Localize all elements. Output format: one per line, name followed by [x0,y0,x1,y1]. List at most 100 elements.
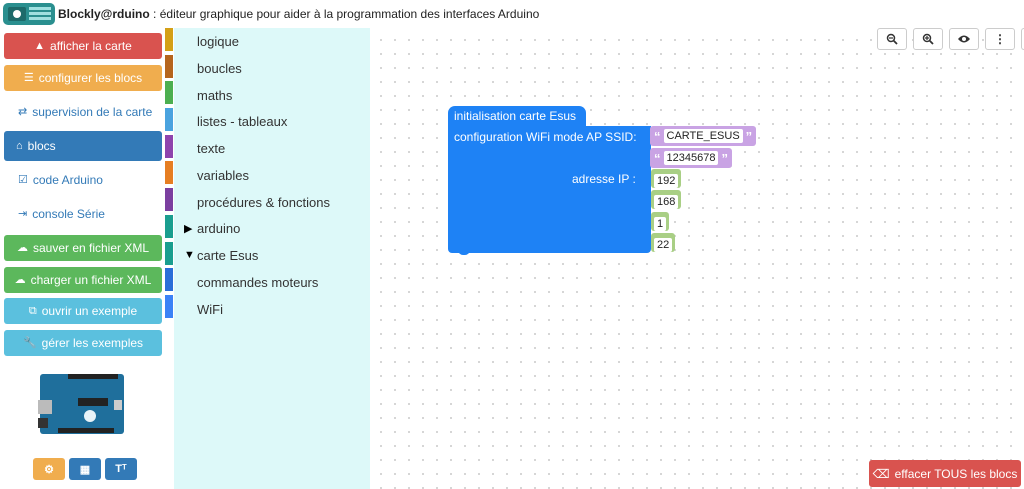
eraser-icon: ⌫ [872,466,890,481]
ip-octet-3-block[interactable]: 1 [651,212,670,231]
checkbox-icon: ☑ [18,173,28,186]
toolbox-item-commandes-moteurs[interactable]: commandes moteurs [197,275,318,290]
toolbox-item-variables[interactable]: variables [197,168,249,183]
board-supervision-label: supervision de la carte [32,105,153,119]
expand-arrow-icon: ▶ [184,223,193,235]
collapse-arrow-icon: ▼ [184,249,195,261]
save-xml-button[interactable]: ☁ sauver en fichier XML [4,235,162,261]
wrench-icon: 🔧 [22,336,37,349]
toolbox-item-procedures[interactable]: procédures & fonctions [197,195,330,210]
category-color-8 [165,241,173,265]
blockly-workspace[interactable] [370,28,1024,489]
grid-button[interactable]: ▦ [69,458,101,480]
ip-octet-field[interactable]: 22 [654,238,673,252]
board-supervision-button[interactable]: ⇄ supervision de la carte [4,99,162,125]
ip-octet-2-block[interactable]: 168 [651,190,682,209]
toolbox-label: carte Esus [197,248,259,263]
toolbar-extra-button[interactable] [1021,28,1024,50]
more-options-button[interactable]: ⋮ [985,28,1015,50]
eye-button[interactable] [949,28,979,50]
show-board-button[interactable]: ▲ afficher la carte [4,33,162,59]
category-color-4 [165,134,173,158]
text-size-button[interactable]: Tᵀ [105,458,137,480]
wifi-config-label: configuration WiFi mode AP SSID: [454,130,637,144]
save-xml-label: sauver en fichier XML [32,241,150,255]
toolbox-item-maths[interactable]: maths [197,88,232,103]
ip-octet-4-block[interactable]: 22 [651,233,676,252]
blocks-label: blocs [27,139,56,153]
ssid-string-block[interactable]: “ CARTE_ESUS ” [650,126,757,146]
eye-icon [958,35,970,43]
category-color-1 [165,54,173,78]
category-color-7 [165,214,173,238]
clear-all-blocks-label: effacer TOUS les blocs [894,466,1018,481]
page-title: Blockly@rduino : éditeur graphique pour … [58,7,539,21]
ip-octet-field[interactable]: 168 [654,195,679,209]
toolbox-label: WiFi [197,302,223,317]
home-icon: ⌂ [16,139,23,152]
block-next-connector [458,250,470,255]
serial-console-button[interactable]: ⇥ console Série [4,201,162,227]
app-name: Blockly@rduino [58,7,150,21]
arduino-logo-icon [3,3,55,25]
category-color-strip [165,28,173,322]
category-color-10 [165,294,173,318]
more-vert-icon: ⋮ [994,32,1006,46]
arduino-code-button[interactable]: ☑ code Arduino [4,167,162,193]
toolbox: logique boucles maths listes - tableaux … [174,28,370,489]
category-color-3 [165,108,173,132]
toolbox-label: texte [197,141,226,156]
category-color-2 [165,81,173,105]
category-color-0 [165,28,173,51]
app-subtitle: : éditeur graphique pour aider à la prog… [149,7,540,21]
ssid-field[interactable]: CARTE_ESUS [663,129,743,143]
toolbox-label: variables [197,168,250,183]
manage-examples-button[interactable]: 🔧 gérer les exemples [4,330,162,356]
ip-octet-1-block[interactable]: 192 [651,169,682,188]
configure-blocks-button[interactable]: ☰ configurer les blocs [4,65,162,91]
block-init-esus[interactable] [448,126,651,253]
toolbox-label: commandes moteurs [197,275,319,290]
toolbox-item-boucles[interactable]: boucles [197,61,242,76]
open-example-label: ouvrir un exemple [41,304,138,318]
block-title-label: initialisation carte Esus [454,109,577,123]
toolbox-item-wifi[interactable]: WiFi [197,302,223,317]
category-color-5 [165,161,173,185]
toolbox-label: listes - tableaux [197,114,288,129]
close-quote-icon: ” [721,150,728,166]
blocks-button[interactable]: ⌂ blocs [4,131,162,161]
password-field[interactable]: 12345678 [663,151,719,165]
zoom-in-icon [922,33,934,45]
open-example-button[interactable]: ⧉ ouvrir un exemple [4,298,162,324]
ip-octet-field[interactable]: 192 [654,174,679,188]
zoom-out-button[interactable] [877,28,907,50]
category-color-6 [165,188,173,212]
show-board-label: afficher la carte [50,39,132,53]
category-color-9 [165,268,173,292]
close-quote-icon: ” [745,128,753,144]
toolbox-item-logique[interactable]: logique [197,34,239,49]
toolbox-item-texte[interactable]: texte [197,141,225,156]
toolbox-label: arduino [197,221,241,236]
toolbox-item-arduino[interactable]: ▶ arduino [184,221,241,236]
zoom-in-button[interactable] [913,28,943,50]
cloud-download-icon: ☁ [16,241,28,254]
settings-button[interactable]: ⚙ [33,458,65,480]
toolbox-label: procédures & fonctions [197,195,330,210]
password-string-block[interactable]: “ 12345678 ” [650,148,732,168]
manage-examples-label: gérer les exemples [41,336,144,350]
header: Blockly@rduino : éditeur graphique pour … [0,0,1024,28]
toolbox-label: logique [197,34,239,49]
block-init-esus-title[interactable]: initialisation carte Esus [448,106,586,126]
zoom-out-icon [886,33,898,45]
toolbox-item-carte-esus[interactable]: ▼carte Esus [184,248,259,263]
arduino-code-label: code Arduino [32,173,103,187]
toolbox-item-listes[interactable]: listes - tableaux [197,114,287,129]
clear-all-blocks-button[interactable]: ⌫ effacer TOUS les blocs [869,460,1021,487]
arduino-board-image[interactable] [38,370,126,438]
ip-octet-field[interactable]: 1 [654,217,667,231]
toolbox-label: maths [197,88,233,103]
gear-icon: ⚙ [44,463,54,476]
load-xml-button[interactable]: ☁ charger un fichier XML [4,267,162,293]
